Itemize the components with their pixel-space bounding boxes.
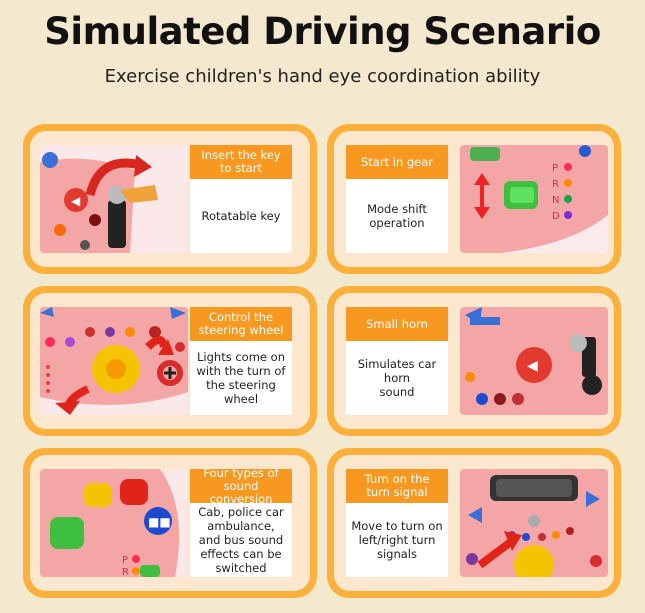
- feature-card-steering: Control the steering wheel Lights come o…: [23, 286, 317, 436]
- gear-label-r: R: [552, 179, 559, 190]
- horn-heading: Small horn: [346, 307, 448, 341]
- key-ignition-image: ◀: [40, 145, 188, 253]
- key-description: Rotatable key: [201, 209, 281, 223]
- key-heading: Insert the key to start: [190, 145, 292, 179]
- sound-info-box: Four types of sound conversion Cab, poli…: [190, 466, 292, 577]
- sound-description: Cab, police car ambulance, and bus sound…: [198, 505, 284, 575]
- svg-text:◀: ◀: [71, 194, 81, 208]
- page-title: Simulated Driving Scenario: [44, 10, 601, 53]
- sound-gear-p: P: [122, 555, 128, 566]
- feature-card-turn-signal: Turn on the turn signal Move to turn on …: [327, 448, 621, 598]
- turn-signal-image: [460, 469, 608, 577]
- svg-text:◀: ◀: [527, 358, 538, 374]
- steering-description: Lights come on with the turn of the stee…: [196, 350, 286, 406]
- horn-button-image: ◀: [460, 307, 608, 415]
- key-info-box: Insert the key to start Rotatable key: [190, 145, 292, 253]
- gear-label-p: P: [552, 163, 558, 174]
- horn-info-box: Small horn Simulates car horn sound: [346, 307, 448, 415]
- horn-description: Simulates car horn sound: [357, 357, 437, 399]
- turn-signal-description: Move to turn on left/right turn signals: [351, 519, 443, 561]
- steering-wheel-image: [40, 307, 188, 415]
- steering-info-box: Control the steering wheel Lights come o…: [190, 307, 292, 415]
- turn-signal-info-box: Turn on the turn signal Move to turn on …: [346, 469, 448, 577]
- sound-heading: Four types of sound conversion: [190, 466, 292, 505]
- steering-heading: Control the steering wheel: [190, 307, 292, 341]
- turn-signal-heading: Turn on the turn signal: [346, 469, 448, 503]
- gear-shifter-image: P R N D: [460, 145, 608, 253]
- gear-label-n: N: [552, 195, 559, 206]
- gear-label-d: D: [552, 211, 560, 222]
- feature-card-gear: Start in gear Mode shift operation P R N…: [327, 124, 621, 274]
- sound-buttons-image: ■■ P R: [40, 469, 188, 577]
- page-subtitle: Exercise children's hand eye coordinatio…: [104, 66, 541, 87]
- feature-card-sound: ■■ P R Four types of sound conversion Ca…: [23, 448, 317, 598]
- gear-description: Mode shift operation: [367, 202, 427, 230]
- feature-card-horn: Small horn Simulates car horn sound ◀: [327, 286, 621, 436]
- svg-text:■■: ■■: [148, 515, 171, 529]
- gear-heading: Start in gear: [346, 145, 448, 179]
- gear-info-box: Start in gear Mode shift operation: [346, 145, 448, 253]
- sound-gear-r: R: [122, 567, 129, 577]
- feature-card-key: ◀ Insert the key to start Rotatable key: [23, 124, 317, 274]
